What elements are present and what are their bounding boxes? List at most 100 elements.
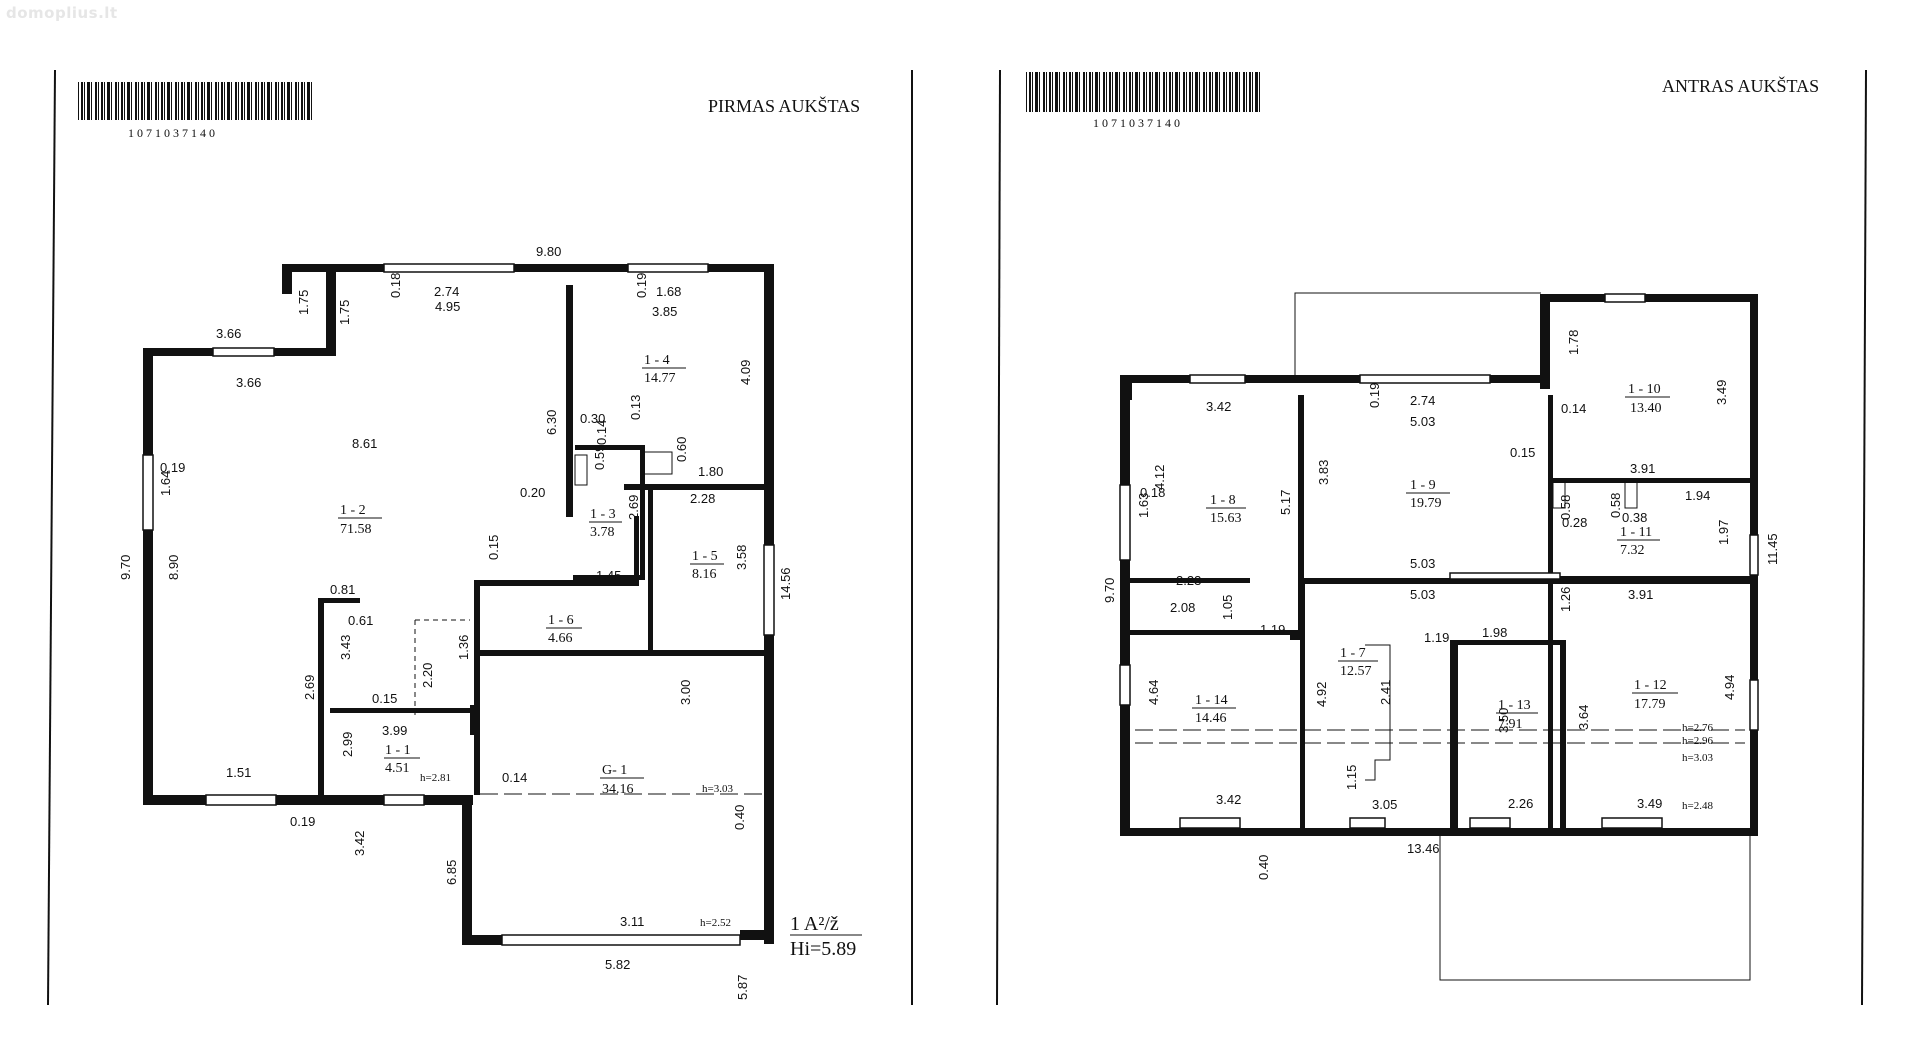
dimension-label: 0.58 [1558, 495, 1573, 520]
windows [1119, 293, 1759, 829]
room-label: 1 - 271.58 [338, 503, 382, 537]
room-labels: 1 - 14.51 1 - 271.58 1 - 33.78 1 - 414.7… [338, 353, 724, 797]
dimension-label: 3.50 [1496, 708, 1511, 733]
dimension-label: 1.19 [1424, 630, 1449, 645]
dimension-label: 1.75 [296, 290, 311, 315]
dimension-label: 3.11 [620, 914, 644, 929]
dimension-label: 2.99 [340, 732, 355, 757]
walls [143, 264, 774, 945]
svg-text:1 - 9: 1 - 9 [1410, 478, 1436, 493]
dimension-label: 11.45 [1765, 533, 1780, 565]
svg-text:h=3.03: h=3.03 [1682, 752, 1713, 764]
windows [142, 263, 775, 946]
dimension-label: 0.30 [580, 411, 605, 426]
dimension-label: 3.58 [734, 545, 749, 570]
dimension-label: 1.80 [698, 464, 723, 479]
dimension-label: 3.43 [338, 635, 353, 660]
svg-text:7.91: 7.91 [1498, 717, 1523, 732]
svg-text:h=2.52: h=2.52 [700, 917, 731, 929]
outlines [1294, 292, 1751, 981]
svg-text:1 - 14: 1 - 14 [1195, 693, 1228, 708]
dimension-label: 3.42 [1206, 399, 1231, 414]
svg-text:3.78: 3.78 [590, 525, 615, 540]
dimension-label: 0.18 [1140, 485, 1165, 500]
dimension-label: 0.60 [674, 437, 689, 462]
dimension-label: 4.09 [738, 360, 753, 385]
dimension-label: 3.64 [1576, 705, 1591, 730]
dimension-label: 6.30 [544, 410, 559, 435]
room-label: 1 - 3 3.78 [589, 507, 622, 540]
dimension-label: 2.28 [690, 491, 715, 506]
watermark: domoplius.lt [6, 4, 118, 22]
dimension-label: 5.03 [1410, 556, 1435, 571]
dimension-label: 1.26 [1558, 587, 1573, 612]
dimension-label: 3.05 [1372, 797, 1397, 812]
dimension-label: 0.19 [1367, 383, 1382, 408]
room-label: 1 - 7 12.57 [1338, 646, 1378, 679]
dimension-label: 4.64 [1146, 680, 1161, 705]
svg-text:1 - 3: 1 - 3 [590, 507, 616, 522]
dimension-label: 1.78 [1566, 330, 1581, 355]
dimension-label: 1.97 [1716, 520, 1731, 545]
svg-text:14.77: 14.77 [644, 371, 676, 386]
svg-text:1 - 13: 1 - 13 [1498, 698, 1531, 713]
svg-text:1 - 8: 1 - 8 [1210, 493, 1236, 508]
dimension-label: 0.14 [594, 420, 609, 445]
dimension-label: 6.85 [444, 860, 459, 885]
dimension-label: 5.82 [605, 957, 630, 972]
dimension-label: 3.66 [236, 375, 261, 390]
page-title: ANTRAS AUKŠTAS [1662, 75, 1819, 96]
room-label: 1 - 117.32 [1617, 525, 1660, 558]
dimension-label: 0.59 [592, 445, 607, 470]
svg-text:12.57: 12.57 [1340, 664, 1372, 679]
svg-text:13.40: 13.40 [1630, 401, 1662, 416]
dimension-label: 0.19 [634, 273, 649, 298]
dimension-label: 1.05 [1220, 595, 1235, 620]
dimension-label: 0.40 [732, 805, 747, 830]
dimension-label: 2.41 [1378, 680, 1393, 705]
svg-text:19.79: 19.79 [1410, 496, 1442, 511]
height-labels: h=2.81 h=3.03 h=2.52 [420, 772, 733, 929]
room-label: 1 - 9 19.79 [1406, 478, 1450, 511]
dimension-label: 8.90 [166, 555, 181, 580]
svg-text:1 - 2: 1 - 2 [340, 503, 366, 518]
dimension-label: 0.13 [628, 395, 643, 420]
dimension-label: 5.03 [1410, 414, 1435, 429]
dimension-label: 2.20 [420, 663, 435, 688]
dimension-label: 0.14 [1561, 401, 1586, 416]
dimension-label: 1.98 [1482, 625, 1507, 640]
svg-text:Hi=5.89: Hi=5.89 [790, 938, 856, 960]
dimension-label: 2.69 [302, 675, 317, 700]
svg-text:1 - 12: 1 - 12 [1634, 678, 1667, 693]
dimension-label: 5.87 [735, 975, 750, 1000]
svg-text:h=2.96: h=2.96 [1682, 735, 1713, 747]
height-labels: h=2.76 h=2.96 h=3.03 h=2.48 [1682, 722, 1713, 812]
dimension-label: 1.75 [337, 300, 352, 325]
svg-text:1 - 6: 1 - 6 [548, 613, 574, 628]
dimension-label: 1.68 [656, 284, 681, 299]
svg-text:34.16: 34.16 [602, 782, 634, 797]
dimension-label: 0.58 [1608, 493, 1623, 518]
dimension-label: 0.19 [290, 814, 315, 829]
svg-text:1 - 5: 1 - 5 [692, 549, 718, 564]
dimension-label: 1.15 [1344, 765, 1359, 790]
svg-text:h=2.81: h=2.81 [420, 772, 451, 784]
dimension-label: 8.61 [352, 436, 377, 451]
dimension-label: 1.36 [456, 635, 471, 660]
svg-text:4.66: 4.66 [548, 631, 573, 646]
barcode [1026, 72, 1260, 112]
dimension-label: 2.74 [1410, 393, 1435, 408]
dimension-label: 9.70 [118, 555, 133, 580]
dimension-label: 0.18 [388, 273, 403, 298]
page-second-floor: 1071037140 ANTRAS AUKŠTAS [996, 69, 1867, 1006]
dimension-label: 14.56 [778, 567, 793, 600]
dimension-label: 0.19 [160, 460, 185, 475]
dimension-label: 2.69 [626, 495, 641, 520]
room-label: G- 134.16 [600, 763, 644, 797]
svg-text:17.79: 17.79 [1634, 697, 1666, 712]
svg-text:h=3.03: h=3.03 [702, 783, 733, 795]
svg-text:1 - 7: 1 - 7 [1340, 646, 1366, 661]
dimension-label: 3.91 [1630, 461, 1655, 476]
